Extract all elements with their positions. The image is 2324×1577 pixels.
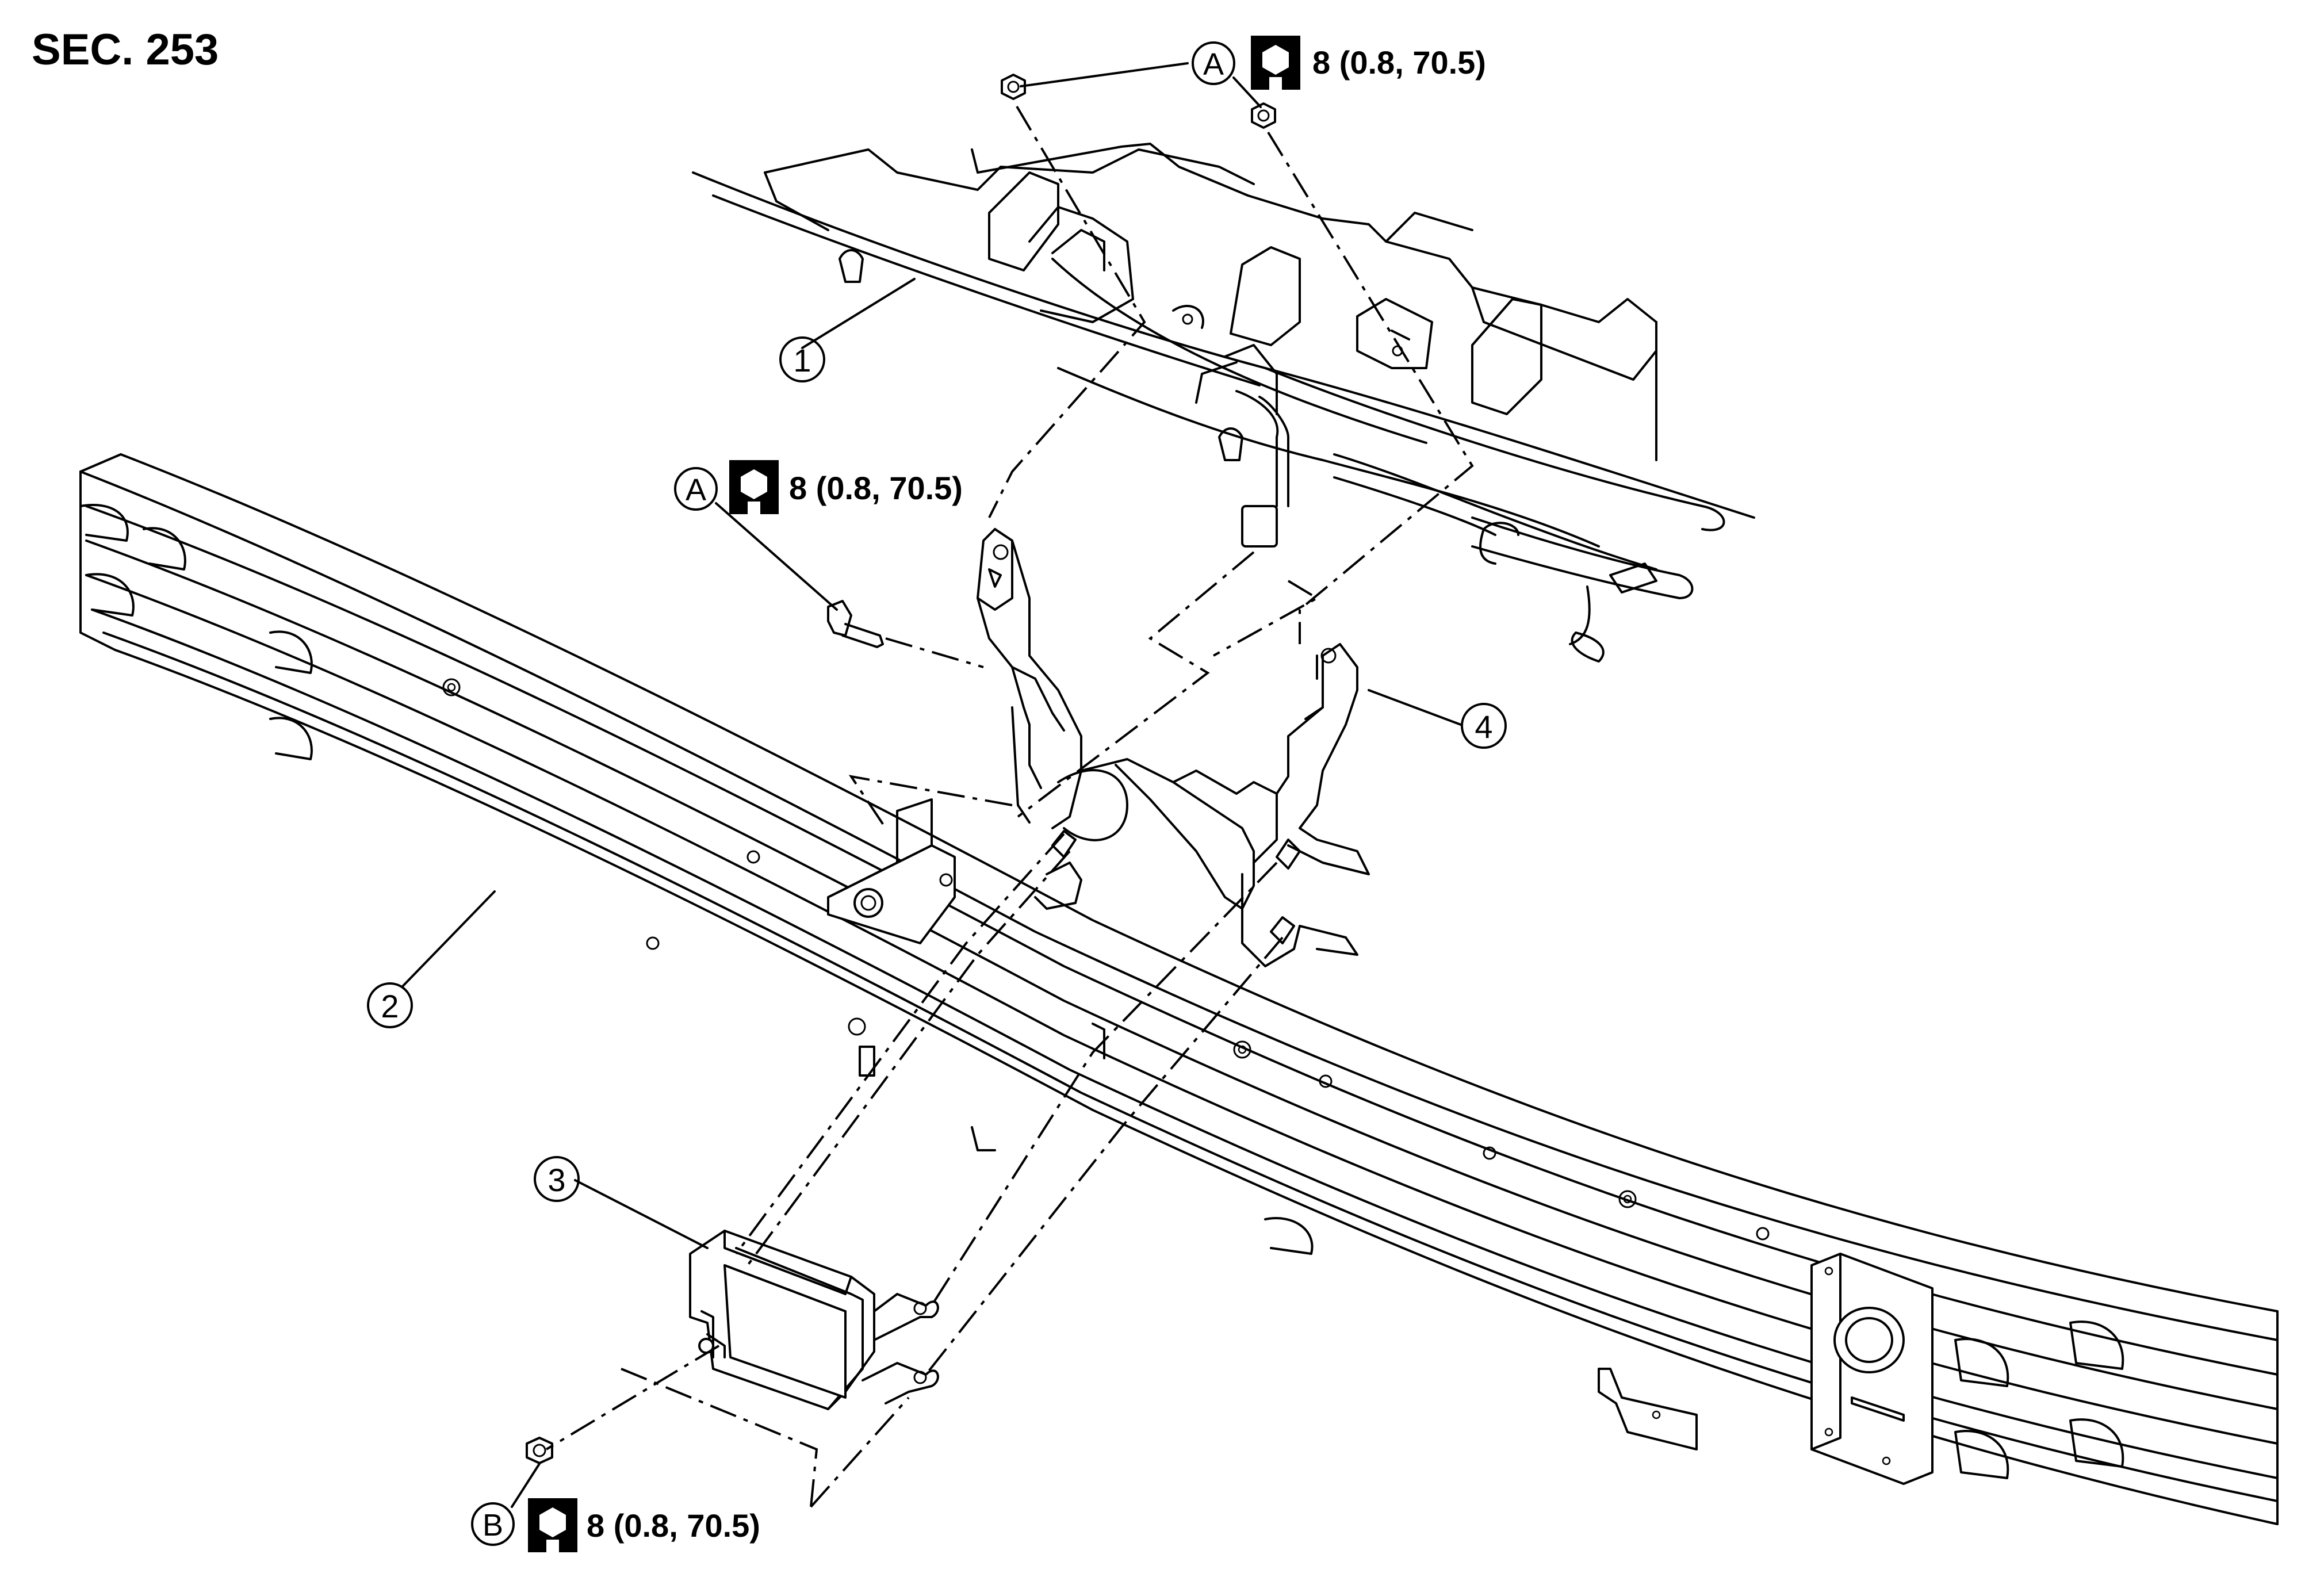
section-label: SEC. 253 <box>32 25 219 74</box>
torque-value: 8 (0.8, 70.5) <box>1312 44 1486 81</box>
nut-icon <box>1251 102 1276 129</box>
callout-2-number: 2 <box>381 988 399 1024</box>
fasteners <box>526 74 1276 1464</box>
reference-b-letter: B <box>483 1508 503 1542</box>
torque-callout-a-left: A 8 (0.8, 70.5) <box>674 460 963 514</box>
callout-4-number: 4 <box>1475 709 1492 745</box>
torque-value: 8 (0.8, 70.5) <box>587 1507 760 1544</box>
bumper-reinforcement-part <box>79 453 2279 1525</box>
socket-wrench-icon <box>528 1498 577 1552</box>
nut-icon <box>526 1437 553 1464</box>
callout-3-number: 3 <box>548 1162 565 1198</box>
callout-2: 2 <box>367 982 413 1028</box>
reference-a-letter: A <box>686 473 706 507</box>
upper-frame-part <box>692 143 1755 663</box>
assembly-lines <box>545 105 1474 1508</box>
callout-3: 3 <box>534 1156 580 1202</box>
nut-icon <box>1001 74 1026 100</box>
sensor-bracket-part <box>827 528 1370 967</box>
leader-lines <box>401 62 1462 1508</box>
torque-value: 8 (0.8, 70.5) <box>789 470 963 506</box>
callout-1-number: 1 <box>793 342 811 378</box>
torque-callout-a-top: A 8 (0.8, 70.5) <box>1192 36 1486 90</box>
callout-1: 1 <box>779 336 825 382</box>
socket-wrench-icon <box>729 460 779 514</box>
callout-4: 4 <box>1461 703 1507 749</box>
torque-callout-b: B 8 (0.8, 70.5) <box>471 1498 760 1552</box>
sensor-unit-part <box>689 1230 939 1410</box>
reference-a-letter: A <box>1203 47 1224 82</box>
socket-wrench-icon <box>1251 36 1300 90</box>
